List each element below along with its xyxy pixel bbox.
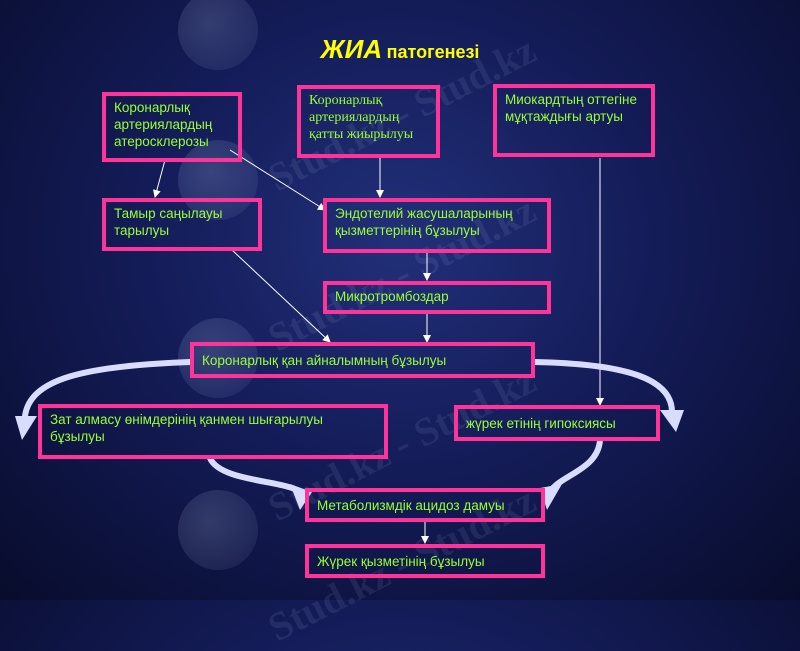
- arrowhead-removal: [15, 416, 37, 440]
- node-vessel-narrowing: Тамыр саңылауы тарылуы: [102, 198, 262, 251]
- node-coronary-circulation: Коронарлық қан айналымның бұзылуы: [190, 342, 535, 378]
- node-label: Микротромбоздар: [335, 289, 449, 304]
- node-label: Коронарлық артериялардың атеросклерозы: [114, 100, 213, 149]
- slide-title: ЖИА патогенезі: [0, 34, 800, 65]
- node-label: Метаболизмдік ацидоз дамуы: [317, 498, 505, 513]
- curve-circulation-to-removal: [22, 359, 193, 419]
- node-label: Тамыр саңылауы тарылуы: [114, 206, 223, 238]
- node-label: Эндотелий жасушаларының қызметтерінің бұ…: [335, 206, 513, 238]
- node-label: Коронарлық артериялардың қатты жиырылуы: [309, 93, 414, 142]
- node-microthrombi: Микротромбоздар: [323, 281, 551, 314]
- node-myocardial-hypoxia: жүрек етінің гипоксиясы: [454, 405, 660, 441]
- arrow-atherosclerosis-to-narrowing: [152, 159, 166, 198]
- curve-circulation-to-hypoxia: [532, 359, 675, 415]
- curve-hypoxia-to-acidosis: [547, 437, 603, 495]
- node-metabolic-acidosis: Метаболизмдік ацидоз дамуы: [305, 488, 545, 522]
- node-coronary-spasm: Коронарлық артериялардың қатты жиырылуы: [297, 85, 440, 158]
- node-endothelial-dysfunction: Эндотелий жасушаларының қызметтерінің бұ…: [323, 198, 551, 253]
- connector-lines: [15, 149, 684, 544]
- curve-removal-to-acidosis: [207, 455, 303, 495]
- arrow-atherosclerosis-to-endothelial: [229, 149, 326, 211]
- node-label: Миокардтың оттегіне мұқтаждығы артуы: [505, 92, 637, 124]
- node-coronary-atherosclerosis: Коронарлық артериялардың атеросклерозы: [102, 92, 242, 162]
- title-main: ЖИА: [320, 34, 383, 64]
- arrow-narrowing-to-circulation: [231, 249, 331, 343]
- node-metabolite-removal: Зат алмасу өнімдерінің қанмен шығарылуы …: [38, 404, 388, 459]
- arrowhead-hypoxia: [660, 410, 684, 432]
- arrowhead-acidosis-right: [540, 484, 562, 510]
- node-myocardial-oxygen-demand: Миокардтың оттегіне мұқтаждығы артуы: [493, 84, 655, 157]
- node-label: Зат алмасу өнімдерінің қанмен шығарылуы …: [50, 412, 323, 444]
- node-cardiac-dysfunction: Жүрек қызметінің бұзылуы: [305, 544, 545, 578]
- node-label: жүрек етінің гипоксиясы: [466, 416, 616, 431]
- node-label: Жүрек қызметінің бұзылуы: [317, 554, 485, 569]
- node-label: Коронарлық қан айналымның бұзылуы: [202, 353, 447, 368]
- title-sub: патогенезі: [386, 42, 480, 62]
